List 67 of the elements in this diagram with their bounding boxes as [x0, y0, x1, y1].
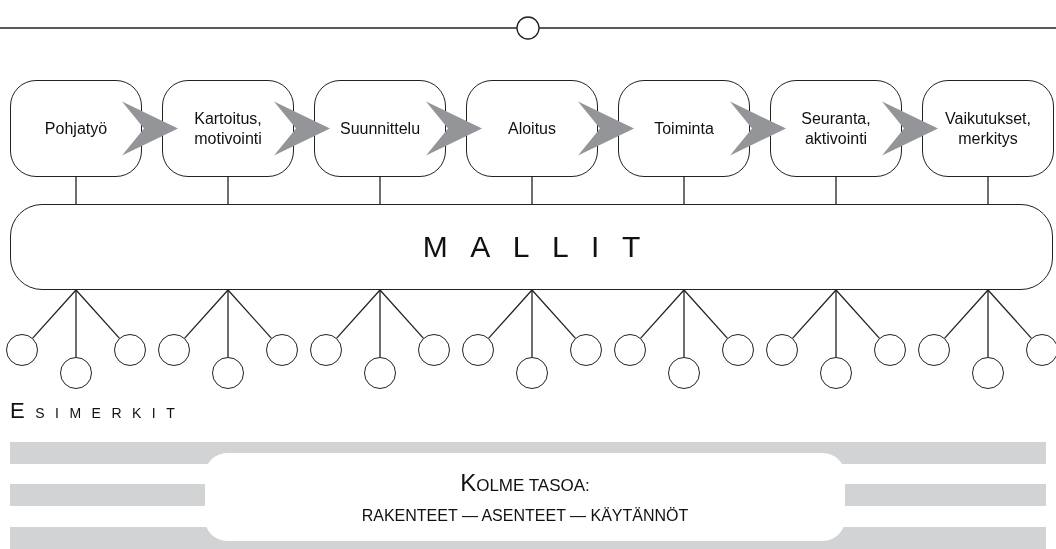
example-circle [516, 357, 548, 389]
example-circle [418, 334, 450, 366]
chevron-arrow [274, 101, 330, 156]
connector-line [336, 289, 381, 339]
connector-line [683, 289, 728, 339]
example-circle [874, 334, 906, 366]
example-circle [766, 334, 798, 366]
step-label: Kartoitus, motivointi [193, 109, 263, 148]
connector-line [379, 289, 424, 339]
example-circle [668, 357, 700, 389]
example-circle [722, 334, 754, 366]
example-circle [570, 334, 602, 366]
step-label: Pohjatyö [43, 118, 109, 139]
example-circle [918, 334, 950, 366]
connector-line [32, 289, 77, 339]
example-circle [364, 357, 396, 389]
connector-line [531, 176, 533, 205]
step-label: Toiminta [653, 118, 715, 139]
connector-line [944, 289, 989, 339]
example-circle [462, 334, 494, 366]
example-circle [614, 334, 646, 366]
step-label: Aloitus [507, 118, 557, 139]
step-label: Seuranta, aktivointi [800, 109, 872, 148]
chevron-arrow [882, 101, 938, 156]
example-circle [60, 357, 92, 389]
connector-line [227, 289, 272, 339]
connector-line [379, 176, 381, 205]
connector-line [531, 289, 576, 339]
models-bar [10, 204, 1053, 290]
connector-line [987, 289, 1032, 339]
connector-line [835, 289, 837, 358]
connector-line [683, 176, 685, 205]
example-circle [820, 357, 852, 389]
example-circle [6, 334, 38, 366]
connector-line [75, 176, 77, 205]
example-circle [972, 357, 1004, 389]
chevron-arrow [730, 101, 786, 156]
levels-list: RAKENTEET — ASENTEET — KÄYTÄNNÖT [361, 507, 689, 525]
connector-line [835, 176, 837, 205]
levels-heading: KOLME TASOA: [460, 469, 590, 497]
connector-line [379, 289, 381, 358]
step-label: Vaikutukset, merkitys [944, 109, 1032, 148]
connector-line [987, 176, 989, 205]
chevron-arrow [578, 101, 634, 156]
connector-line [75, 289, 120, 339]
models-title: MALLIT [422, 230, 663, 264]
example-circle [114, 334, 146, 366]
chevron-arrow [426, 101, 482, 156]
example-circle [310, 334, 342, 366]
connector-line [987, 289, 989, 358]
connector-line [227, 176, 229, 205]
connector-line [531, 289, 533, 358]
connector-line [640, 289, 685, 339]
connector-line [683, 289, 685, 358]
example-circle [266, 334, 298, 366]
section-label: ESIMERKIT [10, 398, 186, 424]
example-circle [212, 357, 244, 389]
step-label: Suunnittelu [338, 118, 422, 139]
example-circle [158, 334, 190, 366]
connector-line [835, 289, 880, 339]
connector-line [488, 289, 533, 339]
chevron-arrow [122, 101, 178, 156]
connector-line [792, 289, 837, 339]
connector-line [184, 289, 229, 339]
connector-line [75, 289, 77, 358]
connector-line [227, 289, 229, 358]
example-circle [1026, 334, 1056, 366]
